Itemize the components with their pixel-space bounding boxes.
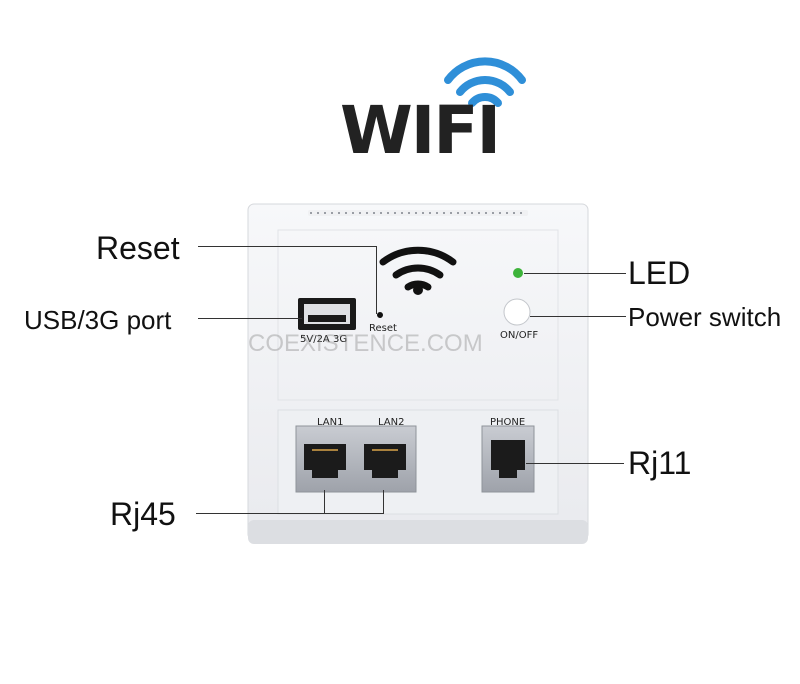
led-callout: LED [628, 255, 691, 291]
watermark: COEXISTENCE.COM [248, 330, 483, 357]
panel-on-off-label: ON/OFF [500, 330, 539, 341]
usb-callout-line [198, 318, 302, 319]
reset-callout-line [198, 246, 376, 247]
led-callout-line [524, 273, 626, 274]
rj11-callout: Rj11 [628, 445, 692, 481]
power-switch-callout-line [530, 316, 626, 317]
panel-phone-label: PHONE [490, 417, 526, 428]
wifi-signal-icon [444, 57, 526, 107]
panel-lan2-label: LAN2 [378, 417, 405, 428]
rj45-callout: Rj45 [110, 496, 176, 532]
rj11-callout-line [526, 463, 624, 464]
rj45-callout-line-left [324, 490, 325, 514]
reset-callout-line-vertical [376, 246, 377, 314]
wifi-panel-icon [379, 246, 457, 291]
rj45-callout-line [196, 513, 384, 514]
panel-reset-label: Reset [369, 323, 397, 334]
reset-callout: Reset [96, 230, 180, 266]
panel-lan1-label: LAN1 [317, 417, 344, 428]
rj45-callout-line-right [383, 490, 384, 514]
power-switch-callout: Power switch [628, 302, 782, 332]
usb-port-callout: USB/3G port [24, 305, 172, 335]
panel-usb-label: 5V/2A 3G [300, 334, 348, 345]
device-panel [247, 203, 589, 544]
wifi-title: WIFI [340, 92, 501, 169]
